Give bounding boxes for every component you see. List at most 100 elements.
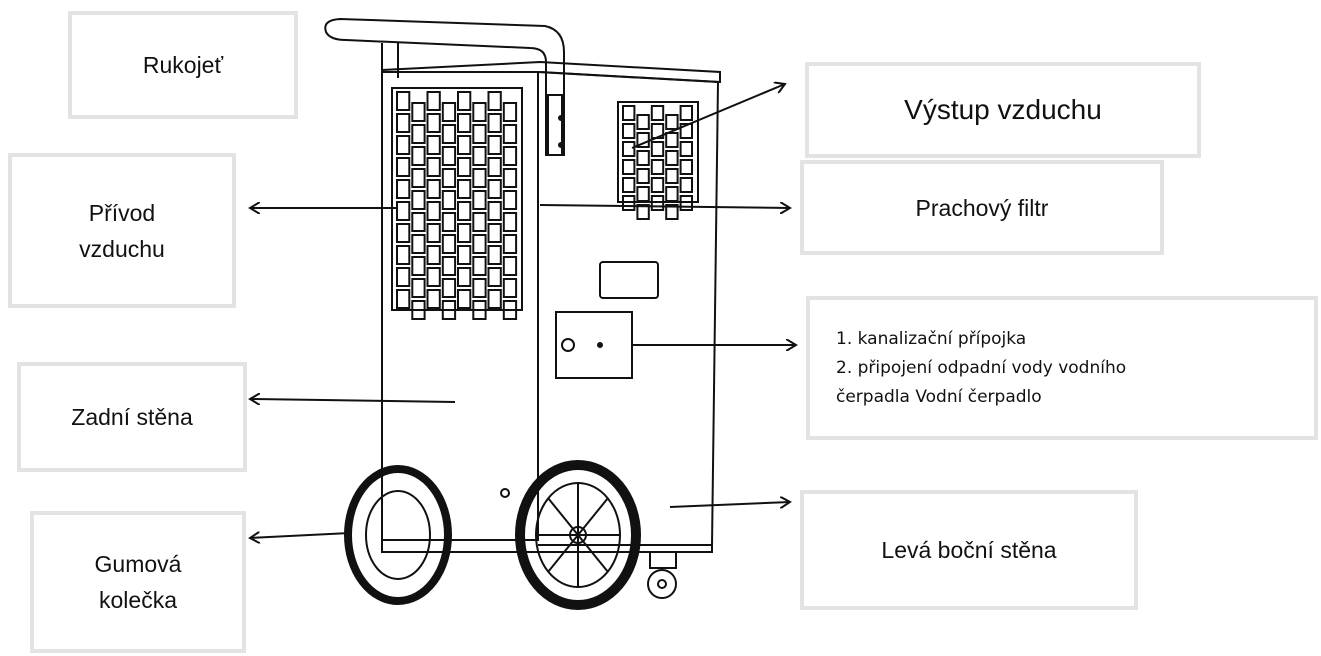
- air-outlet-grille: [622, 105, 693, 220]
- label-air-inlet-line1: Přívod: [88, 199, 156, 226]
- label-rubber-wheels-line1: Gumová: [94, 551, 182, 577]
- grille-slot: [411, 256, 426, 276]
- grille-slot: [457, 157, 472, 177]
- grille-slot: [622, 141, 636, 157]
- grille-slot: [426, 245, 441, 265]
- grille-slot: [502, 168, 518, 188]
- grille-slot: [636, 186, 650, 202]
- grille-slot: [472, 212, 487, 232]
- dehumidifier-illustration: [324, 17, 721, 610]
- label-air-inlet-line2: vzduchu: [79, 235, 165, 262]
- grille-slot: [426, 113, 441, 133]
- grille-slot: [487, 201, 502, 221]
- label-handle: Rukojeť: [68, 11, 298, 119]
- grille-slot: [441, 168, 457, 188]
- grille-slot: [472, 168, 487, 188]
- grille-slot: [622, 123, 636, 139]
- grille-slot: [411, 234, 426, 254]
- grille-slot: [636, 150, 650, 166]
- grille-slot: [650, 177, 665, 193]
- grille-slot: [441, 300, 457, 320]
- label-back-wall-text: Zadní stěna: [71, 404, 193, 430]
- grille-slot: [679, 105, 693, 121]
- grille-slot: [457, 201, 472, 221]
- grille-slot: [665, 204, 679, 220]
- grille-slot: [622, 105, 636, 121]
- left-side-panel: [537, 71, 720, 546]
- grille-slot: [622, 177, 636, 193]
- grille-slot: [457, 179, 472, 199]
- grille-slot: [487, 157, 502, 177]
- grille-slot: [502, 212, 518, 232]
- grille-slot: [457, 289, 472, 309]
- arrow-left-side-wall: [669, 502, 790, 507]
- grille-slot: [426, 267, 441, 287]
- grille-slot: [665, 150, 679, 166]
- grille-slot: [396, 113, 411, 133]
- label-drain: 1. kanalizační přípojka 2. připojení odp…: [806, 296, 1318, 440]
- grille-slot: [426, 289, 441, 309]
- grille-slot: [441, 212, 457, 232]
- grille-slot: [665, 132, 679, 148]
- grille-slot: [679, 123, 693, 139]
- grille-slot: [665, 168, 679, 184]
- grille-slot: [457, 135, 472, 155]
- grille-slot: [426, 91, 441, 111]
- grille-slot: [441, 124, 457, 144]
- grille-slot: [396, 245, 411, 265]
- grille-slot: [411, 278, 426, 298]
- label-back-wall: Zadní stěna: [17, 362, 247, 472]
- grille-slot: [487, 223, 502, 243]
- grille-slot: [426, 201, 441, 221]
- grille-slot: [472, 124, 487, 144]
- grille-slot: [622, 159, 636, 175]
- grille-slot: [411, 190, 426, 210]
- grille-slot: [411, 124, 426, 144]
- grille-slot: [441, 190, 457, 210]
- grille-slot: [472, 256, 487, 276]
- grille-slot: [396, 179, 411, 199]
- grille-slot: [396, 157, 411, 177]
- grille-slot: [679, 195, 693, 211]
- grille-slot: [679, 141, 693, 157]
- grille-slot: [457, 267, 472, 287]
- grille-slot: [502, 256, 518, 276]
- grille-slot: [487, 91, 502, 111]
- grille-slot: [472, 234, 487, 254]
- grille-slot: [472, 146, 487, 166]
- grille-slot: [650, 141, 665, 157]
- label-air-outlet: Výstup vzduchu: [805, 62, 1201, 158]
- grille-slot: [636, 168, 650, 184]
- grille-slot: [650, 105, 665, 121]
- arrow-air-outlet: [631, 84, 785, 149]
- label-rubber-wheels: Gumová kolečka: [30, 511, 246, 653]
- grille-slot: [472, 102, 487, 122]
- grille-slot: [487, 289, 502, 309]
- grille-slot: [502, 300, 518, 320]
- arrow-back-wall: [250, 399, 456, 402]
- grille-slot: [396, 91, 411, 111]
- label-left-side-wall: Levá boční stěna: [800, 490, 1138, 610]
- grille-slot: [502, 190, 518, 210]
- grille-slot: [426, 223, 441, 243]
- arrow-dust-filter: [539, 205, 790, 208]
- grille-slot: [502, 234, 518, 254]
- grille-slot: [426, 135, 441, 155]
- label-drain-item2: 2. připojení odpadní vody vodního: [836, 357, 1127, 378]
- label-handle-text: Rukojeť: [142, 52, 224, 78]
- grille-slot: [487, 135, 502, 155]
- grille-slot: [472, 300, 487, 320]
- label-drain-item1: 1. kanalizační přípojka: [836, 328, 1027, 349]
- label-drain-item3: čerpadla Vodní čerpadlo: [836, 386, 1042, 407]
- grille-slot: [487, 179, 502, 199]
- grille-slot: [502, 124, 518, 144]
- grille-slot: [636, 114, 650, 130]
- grille-slot: [411, 102, 426, 122]
- grille-slot: [411, 168, 426, 188]
- grille-slot: [457, 91, 472, 111]
- grille-slot: [441, 102, 457, 122]
- grille-slot: [426, 179, 441, 199]
- grille-slot: [457, 113, 472, 133]
- grille-slot: [396, 289, 411, 309]
